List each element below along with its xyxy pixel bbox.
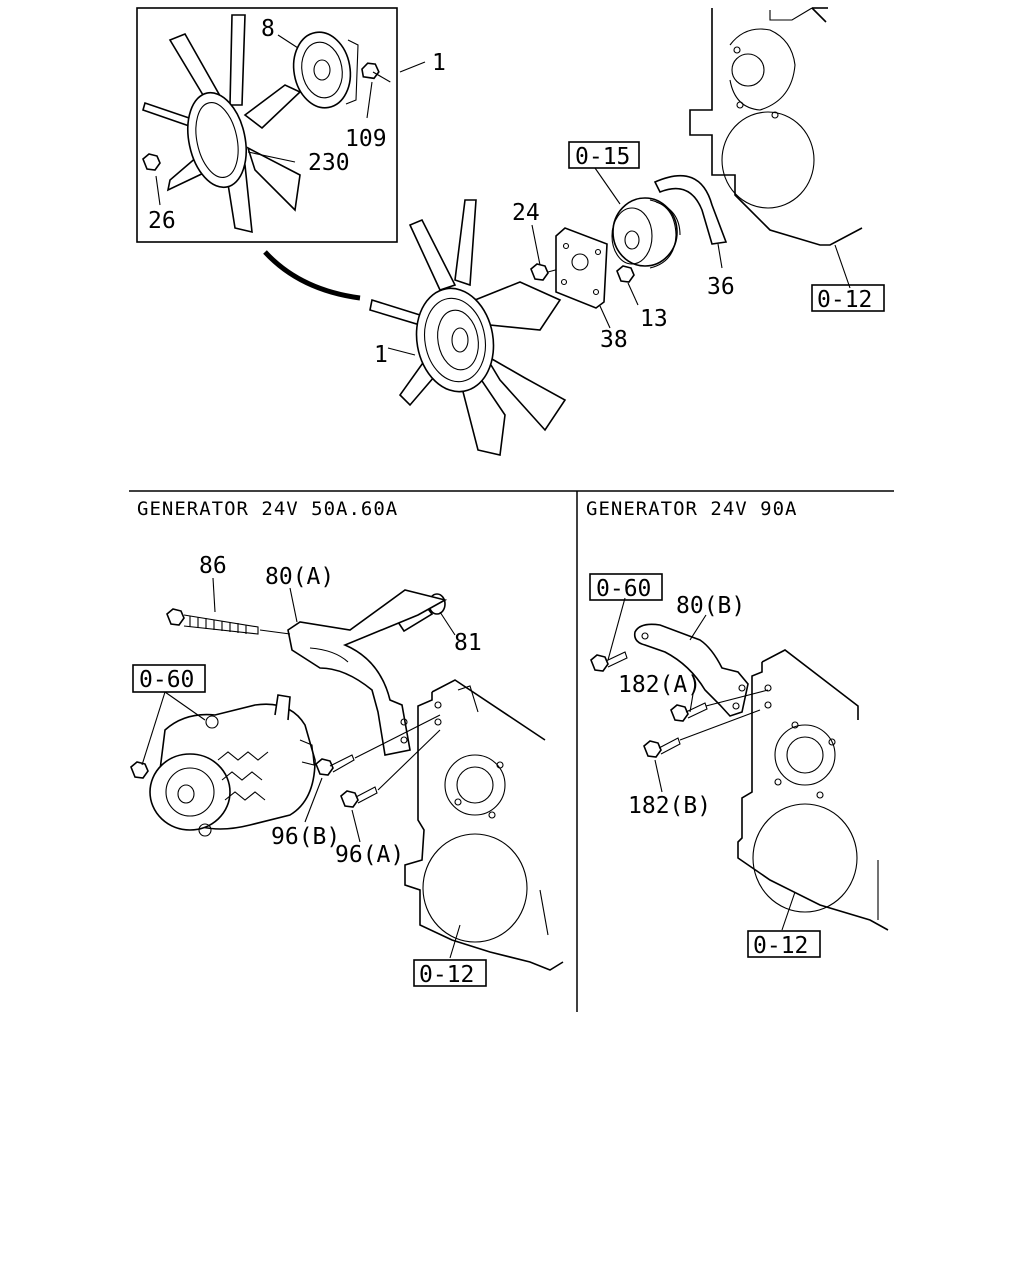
fan-assembly [369, 199, 567, 456]
left-section-header: GENERATOR 24V 50A.60A [137, 498, 398, 520]
bracket-80a [287, 589, 448, 756]
bolt-182a [670, 702, 708, 722]
front-cover-36 [653, 174, 728, 245]
callout-8: 8 [261, 16, 275, 42]
spacer-plate [555, 227, 608, 309]
callout-109: 109 [345, 126, 387, 152]
bolt-96a [340, 786, 378, 808]
callout-80b: 80(B) [676, 593, 745, 619]
callout-96a: 96(A) [335, 842, 404, 868]
inset-arrow [263, 250, 361, 301]
callout-13: 13 [640, 306, 668, 332]
callout-24: 24 [512, 200, 540, 226]
callout-26: 26 [148, 208, 176, 234]
generator-50a60a [130, 694, 316, 837]
ref-0-12-right: 0-12 [753, 933, 808, 959]
right-section-header: GENERATOR 24V 90A [586, 498, 797, 520]
bolt-182b [643, 737, 681, 758]
bracket-80b [633, 623, 749, 717]
bolt-right-0-60 [590, 651, 628, 672]
callout-96b: 96(B) [271, 824, 340, 850]
ref-0-12-top: 0-12 [817, 287, 872, 313]
callout-36: 36 [707, 274, 735, 300]
callout-1: 1 [374, 342, 388, 368]
inset-clutch-disk [292, 31, 359, 109]
callout-182a: 182(A) [618, 672, 701, 698]
pulley [611, 197, 681, 269]
long-bolt-86 [166, 608, 259, 635]
callout-86: 86 [199, 553, 227, 579]
nut-13 [616, 265, 635, 283]
engine-case-top [689, 7, 863, 246]
fan-clutch-inset: 8 1 109 230 26 [136, 7, 446, 243]
ref-0-12-left: 0-12 [419, 962, 474, 988]
callout-182b: 182(B) [628, 793, 711, 819]
callout-80a: 80(A) [265, 564, 334, 590]
ref-0-60-right: 0-60 [596, 576, 651, 602]
callout-230: 230 [308, 150, 350, 176]
callout-1-inset: 1 [432, 50, 446, 76]
callout-38: 38 [600, 327, 628, 353]
bolt-96b [315, 754, 355, 776]
callout-81: 81 [454, 630, 482, 656]
engine-case-left [404, 679, 564, 971]
ref-0-60-left: 0-60 [139, 667, 194, 693]
engine-case-right [737, 649, 889, 931]
ref-0-15: 0-15 [575, 144, 630, 170]
